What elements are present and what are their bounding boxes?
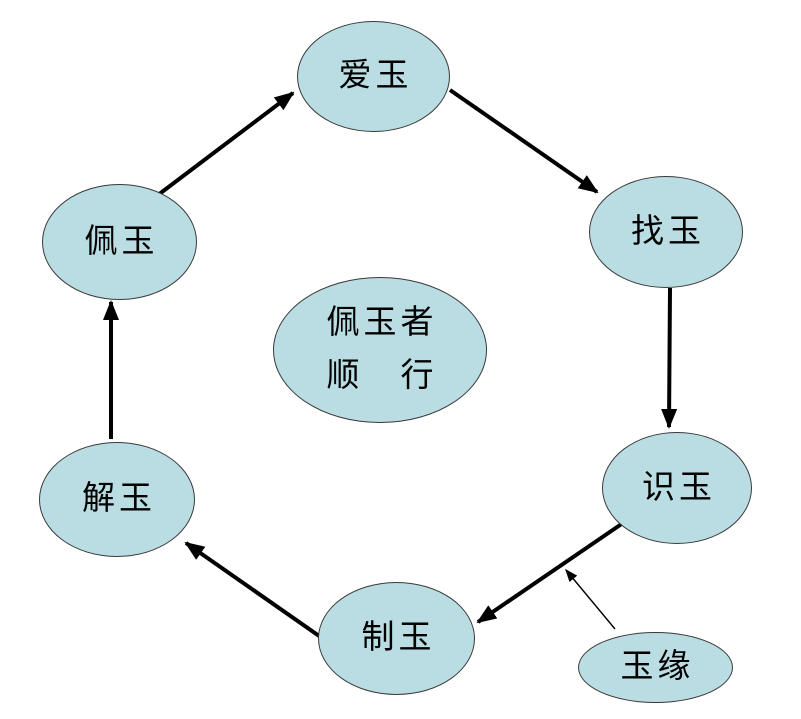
- node-shiyu-label: 识玉: [642, 469, 716, 506]
- arrow-shiyu-to-zhiyu: [476, 521, 625, 624]
- node-yuyuan-label: 玉缘: [620, 649, 695, 685]
- node-center-legend: 佩玉者 顺 行: [273, 277, 487, 423]
- node-peiyu: 佩玉: [42, 184, 197, 300]
- node-yuyuan: 玉缘: [578, 632, 733, 703]
- node-aiyu: 爱玉: [297, 21, 450, 132]
- node-jieyu-label: 解玉: [82, 481, 156, 517]
- center-legend-line2: 顺 行: [326, 358, 438, 394]
- arrow-aiyu-to-zhaoyu: [448, 88, 599, 194]
- node-jieyu: 解玉: [39, 442, 195, 557]
- node-peiyu-label: 佩玉: [84, 223, 159, 260]
- node-aiyu-label: 爱玉: [338, 58, 413, 94]
- node-zhiyu: 制玉: [318, 582, 475, 695]
- node-shiyu: 识玉: [602, 432, 752, 544]
- node-zhaoyu-label: 找玉: [631, 213, 705, 250]
- arrow-zhaoyu-to-shiyu: [661, 287, 678, 429]
- annotation-arrow-yuyuan: [565, 568, 616, 630]
- center-legend-line1: 佩玉者: [326, 305, 438, 342]
- node-zhiyu-label: 制玉: [361, 620, 436, 656]
- node-zhaoyu: 找玉: [589, 176, 743, 288]
- arrow-zhiyu-to-jieyu: [184, 541, 324, 640]
- arrow-peiyu-to-aiyu: [156, 91, 295, 197]
